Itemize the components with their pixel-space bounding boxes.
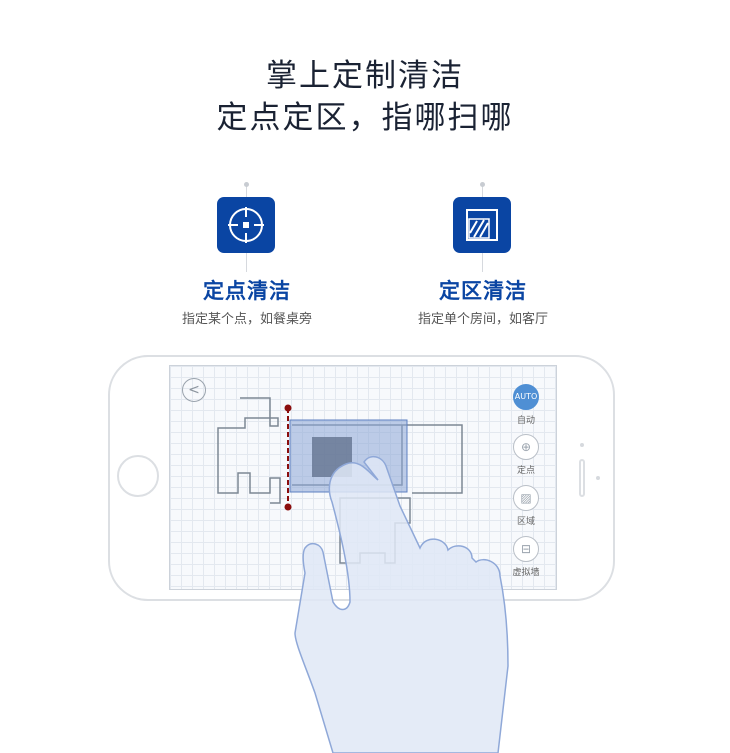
back-button[interactable]: <: [182, 378, 206, 402]
tool-auto[interactable]: AUTO 自动: [506, 384, 546, 426]
headline-line2: 定点定区，指哪扫哪: [216, 100, 514, 136]
tool-spot[interactable]: ⊕ 定点: [506, 434, 546, 476]
feature-desc: 指定单个房间，如客厅: [417, 312, 548, 327]
tool-virtual-wall[interactable]: ⊟ 虚拟墙: [506, 536, 546, 578]
phone-speaker: [579, 459, 585, 497]
feature-title: 定区清洁: [439, 279, 527, 303]
hand-illustration: [294, 455, 509, 753]
auto-icon: AUTO: [513, 384, 539, 410]
feature-title: 定点清洁: [203, 279, 291, 303]
home-button: [117, 455, 159, 497]
feature-desc: 指定某个点，如餐桌旁: [181, 312, 312, 327]
wall-icon: ⊟: [513, 536, 539, 562]
tool-zone[interactable]: ▨ 区域: [506, 485, 546, 527]
zone-icon: ▨: [513, 485, 539, 511]
crosshair-icon: [217, 197, 275, 253]
zone-icon: [453, 197, 511, 253]
crosshair-icon: ⊕: [513, 434, 539, 460]
headline-line1: 掌上定制清洁: [266, 58, 464, 94]
